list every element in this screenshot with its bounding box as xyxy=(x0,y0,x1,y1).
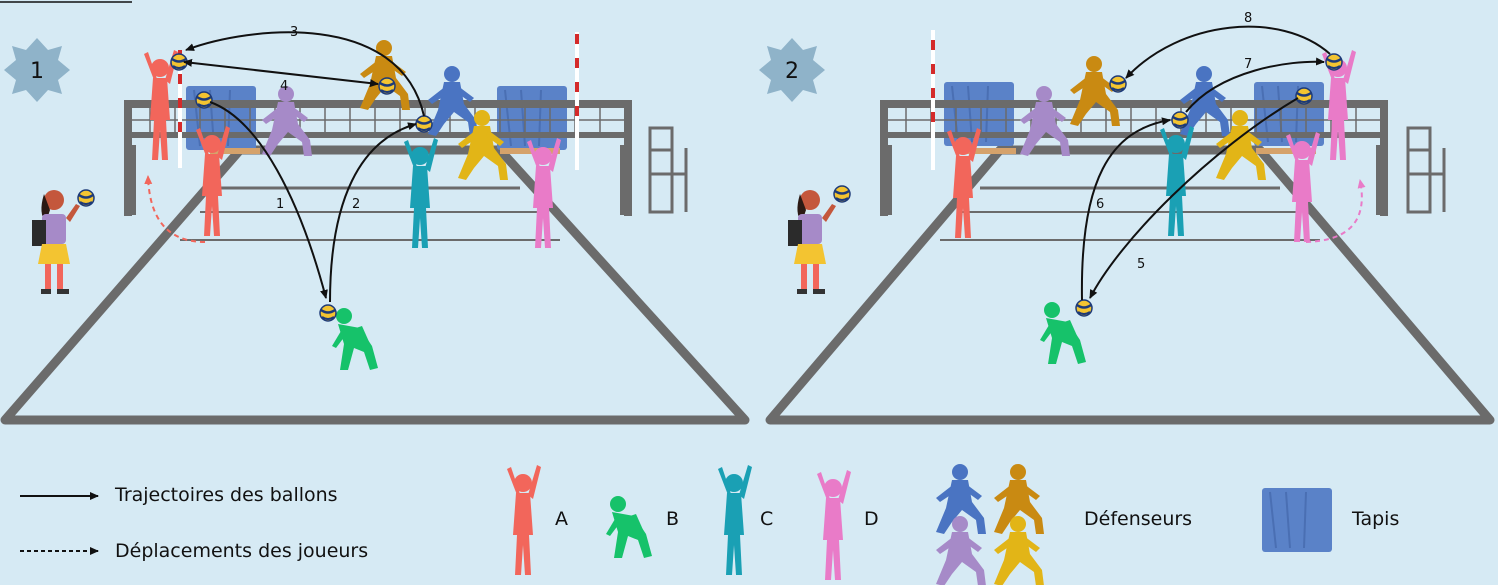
player-D xyxy=(527,138,561,248)
legend-player-A-icon xyxy=(507,465,541,575)
coach xyxy=(788,190,836,294)
trajectory-label: 7 xyxy=(1244,57,1252,72)
ball xyxy=(1076,300,1092,316)
ball-trajectory-8 xyxy=(1126,27,1330,78)
trajectory-label: 5 xyxy=(1137,257,1145,272)
referee-chair xyxy=(1408,128,1444,212)
legend-player-B-icon xyxy=(606,496,652,558)
ball xyxy=(1110,76,1126,92)
ball xyxy=(1172,112,1188,128)
defender-blue xyxy=(428,66,478,136)
panel-1: 1 1 2 3 4 xyxy=(4,25,745,420)
ball xyxy=(78,190,94,206)
ball xyxy=(1296,88,1312,104)
trajectory-label: 6 xyxy=(1096,197,1104,212)
player-C xyxy=(404,138,438,248)
step-badge: 1 xyxy=(4,38,70,102)
trajectory-label: 8 xyxy=(1244,11,1252,26)
defender-blue xyxy=(1180,66,1230,136)
ball xyxy=(320,305,336,321)
ball xyxy=(379,78,395,94)
defender-orange xyxy=(1070,56,1120,126)
antenna xyxy=(575,32,579,170)
ball xyxy=(1326,54,1342,70)
referee-chair xyxy=(650,128,686,212)
legend-defenders-label: Défenseurs xyxy=(1084,508,1192,530)
trajectory-label: 2 xyxy=(352,197,360,212)
legend-trajectory-label: Trajectoires des ballons xyxy=(115,484,338,506)
step-badge: 2 xyxy=(759,38,825,102)
legend-player-C-icon xyxy=(718,465,752,575)
defender-orange xyxy=(360,40,410,110)
panel-2: 2 5 6 7 8 xyxy=(650,11,1490,420)
legend-movement-label: Déplacements des joueurs xyxy=(115,540,368,562)
svg-text:1: 1 xyxy=(30,59,44,84)
legend-mat-icon xyxy=(1262,488,1332,552)
trajectory-label: 4 xyxy=(280,79,288,94)
trajectory-label: 1 xyxy=(276,197,284,212)
ball xyxy=(416,116,432,132)
legend-player-B-label: B xyxy=(666,508,679,530)
legend-player-C-label: C xyxy=(760,508,773,530)
legend-mat-label: Tapis xyxy=(1352,508,1399,530)
court-outline xyxy=(5,150,745,420)
antenna xyxy=(931,30,935,170)
player-A xyxy=(196,126,230,236)
ball xyxy=(196,92,212,108)
svg-text:2: 2 xyxy=(785,59,799,84)
legend-player-D-icon xyxy=(817,470,851,580)
player-B xyxy=(332,308,378,370)
trajectory-label: 3 xyxy=(290,25,298,40)
player-movement-arrow xyxy=(148,176,205,242)
ball xyxy=(834,186,850,202)
legend-player-D-label: D xyxy=(864,508,879,530)
coach xyxy=(32,190,80,294)
legend-player-A-label: A xyxy=(555,508,568,530)
